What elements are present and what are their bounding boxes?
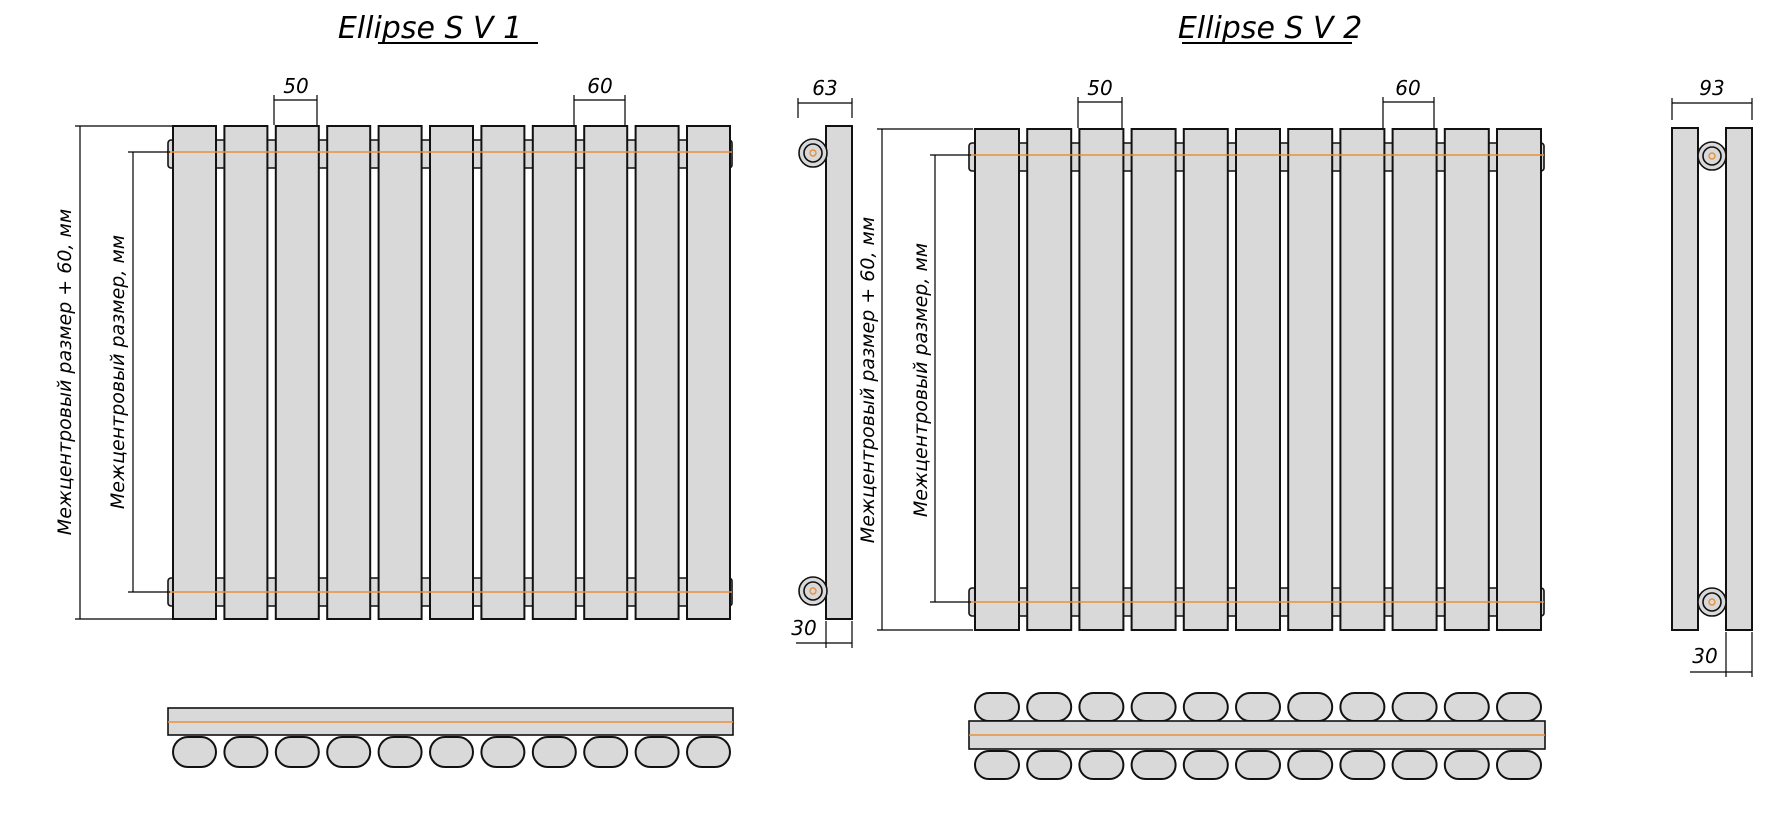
model-v2-side-panel-front [1671,127,1699,631]
model-v2-bottom-connector [1697,587,1727,617]
model-v1-dim-overall-height: Межцентровый размер + 60, мм [54,125,172,620]
model-v2-plan-top-oval [1235,692,1281,722]
model-v1-plan-oval [686,736,731,768]
model-v2-center-height-label: Межцентровый размер, мм [910,243,932,517]
model-v2-dim-overall-height: Межцентровый размер + 60, мм [857,128,973,631]
model-v1-side-view: 63 30 [791,76,853,648]
model-v2-section [1078,128,1125,631]
model-v2-plan-top-oval [974,692,1020,722]
model-v1-dim-60: 60 [587,74,612,98]
model-v1-dim-center-height: Межцентровый размер, мм [107,151,170,593]
model-v1-section [274,125,320,620]
model-v1-section [634,125,680,620]
model-v2-dim-center-height: Межцентровый размер, мм [910,154,971,603]
model-v1-plan-sections [172,736,731,768]
model-v2-plan-view [968,692,1546,780]
model-v2-dim-60: 60 [1395,76,1420,100]
model-v2-section [1391,128,1438,631]
model-v2-plan-top-oval [1182,692,1229,722]
model-v2-title: Ellipse S V 2 [1178,11,1362,46]
model-v2-plan-bottom-oval [1443,750,1490,780]
model-v2-plan-bottom-oval [1235,750,1281,780]
model-v2-front-view [968,128,1545,631]
model-v1-dim-30: 30 [791,616,816,640]
model-v2-plan-top-oval [1078,692,1125,722]
model-v1-plan-oval [480,736,526,768]
model-v2-dim-section-pitch: 60 [1382,76,1435,128]
model-v2-plan-sections-bottom [974,750,1542,780]
model-v1-section [429,125,474,620]
model-v1-plan-oval [172,736,217,768]
model-v2-section [974,128,1020,631]
model-v2-plan-top-oval [1443,692,1490,722]
model-v2-section [1026,128,1073,631]
model-v2-dim-section-width: 50 [1077,76,1123,128]
model-v2-plan-bottom-oval [1182,750,1229,780]
model-v2-section [1443,128,1490,631]
model-v2-plan-bottom-oval [1496,750,1542,780]
model-v2-plan-top-oval [1026,692,1073,722]
model-v2-section [1182,128,1229,631]
model-v2-side-panel-back [1725,127,1753,631]
model-v2-plan-bottom-oval [1078,750,1125,780]
model-v1-center-height-label: Межцентровый размер, мм [107,235,129,509]
model-v1-plan-oval [634,736,680,768]
model-v1-section [377,125,423,620]
model-v1-bottom-connector [798,576,828,606]
model-v1-section [480,125,526,620]
model-v1-section [531,125,577,620]
model-v2-plan-top-oval [1391,692,1438,722]
model-v2-top-connector [1697,141,1727,171]
model-v2-plan-top-oval [1339,692,1386,722]
model-v1-dim-63: 63 [812,76,837,100]
model-v1-front-view [167,125,733,620]
model-v1-top-connector [798,138,828,168]
model-v2-dim-30: 30 [1692,644,1717,668]
model-v1-plan-oval [429,736,474,768]
model-v1-plan-oval [377,736,423,768]
model-v2-plan-top-oval [1287,692,1334,722]
model-v2-plan-bottom-oval [974,750,1020,780]
model-v1-plan-oval [274,736,320,768]
model-v2-dim-50: 50 [1087,76,1112,100]
model-v1-sections [172,125,731,620]
model-v1-plan-oval [326,736,372,768]
model-v2-plan-sections-top [974,692,1542,722]
model-v1-plan-oval [223,736,269,768]
model-v2-sections [974,128,1542,631]
model-v1-plan-view [167,707,734,768]
model-v2-plan-bottom-oval [1339,750,1386,780]
model-v1-section [326,125,372,620]
model-v1-side-panel [825,125,853,620]
model-v2-plan-bottom-oval [1026,750,1073,780]
model-v2-section [1339,128,1386,631]
model-v2-dim-93: 93 [1699,76,1724,100]
model-v1-plan-oval [583,736,629,768]
model-v1-overall-height-label: Межцентровый размер + 60, мм [54,209,76,535]
model-v2-section [1235,128,1281,631]
model-v2-plan-bottom-oval [1130,750,1177,780]
model-v2-section [1496,128,1542,631]
model-v2-section [1287,128,1334,631]
model-v1-plan-oval [531,736,577,768]
model-v2-plan-bottom-oval [1391,750,1438,780]
model-v2-overall-height-label: Межцентровый размер + 60, мм [857,217,879,543]
model-v2-section [1130,128,1177,631]
model-v1-section [223,125,269,620]
model-v2-plan-bottom-oval [1287,750,1334,780]
model-v1-dim-50: 50 [283,74,308,98]
model-v1-section [583,125,629,620]
model-v1-section [172,125,217,620]
model-v1: Ellipse S V 1 50 60 М [54,11,853,768]
model-v1-title: Ellipse S V 1 [338,11,522,46]
model-v2-plan-top-oval [1130,692,1177,722]
model-v1-dim-section-pitch: 60 [573,74,626,125]
model-v1-dim-section-width: 50 [273,74,318,125]
model-v1-section [686,125,731,620]
model-v2-plan-top-oval [1496,692,1542,722]
model-v2-side-view: 93 30 [1671,76,1753,677]
model-v2: Ellipse S V 2 50 60 Межцентровый размер … [857,11,1753,780]
